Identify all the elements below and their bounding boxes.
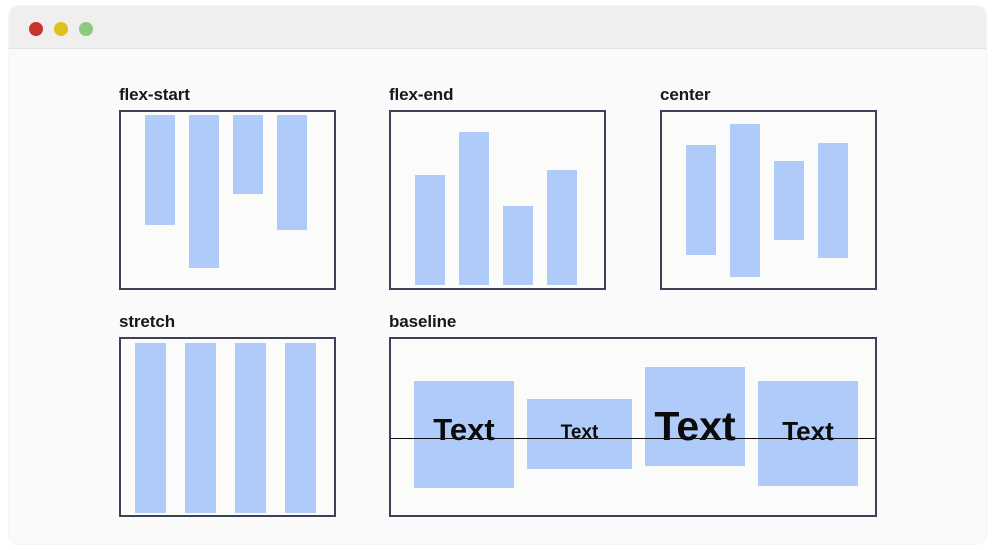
flex-item-bar [459, 132, 489, 285]
close-window-button[interactable] [29, 22, 43, 36]
panel-box-center [660, 110, 877, 290]
window-title-bar [9, 6, 986, 49]
flex-item-bar [818, 142, 848, 258]
flex-item-bar [774, 160, 804, 240]
baseline-text-box [645, 367, 745, 466]
panel-box-flex-start [119, 110, 336, 290]
flex-item-bar [233, 115, 263, 194]
baseline-text-box [414, 381, 514, 488]
baseline-text-label: Text [654, 403, 736, 450]
panel-label-stretch: stretch [119, 312, 175, 331]
panel-box-stretch [119, 337, 336, 517]
panel-label-flex-end: flex-end [389, 85, 454, 104]
flex-item-bar [686, 145, 716, 255]
content-area: flex-start flex-end center stretch basel… [9, 49, 986, 544]
panel-label-center: center [660, 85, 711, 104]
panel-label-baseline: baseline [389, 312, 457, 331]
flex-item-bar [285, 343, 316, 513]
flex-item-bar [135, 343, 166, 513]
flex-item-bar [503, 206, 533, 285]
baseline-text-label: Text [782, 415, 834, 446]
flex-item-bar [235, 343, 266, 513]
maximize-window-button[interactable] [79, 22, 93, 36]
baseline-text-box [758, 381, 858, 486]
panel-label-flex-start: flex-start [119, 85, 190, 104]
panel-box-flex-end [389, 110, 606, 290]
baseline-text-box [527, 399, 632, 469]
flex-item-bar [547, 170, 577, 285]
flex-item-bar [185, 343, 216, 513]
flex-item-bar [277, 115, 307, 230]
minimize-window-button[interactable] [54, 22, 68, 36]
baseline-text-label: Text [560, 422, 599, 444]
flex-item-bar [415, 175, 445, 285]
app-window: flex-start flex-end center stretch basel… [9, 6, 986, 544]
flex-item-bar [145, 115, 175, 225]
panel-box-baseline: Text Text Text Text [389, 337, 877, 517]
baseline-rule [391, 438, 875, 439]
flex-item-bar [730, 123, 760, 277]
baseline-text-label: Text [433, 411, 495, 447]
flex-item-bar [189, 115, 219, 268]
